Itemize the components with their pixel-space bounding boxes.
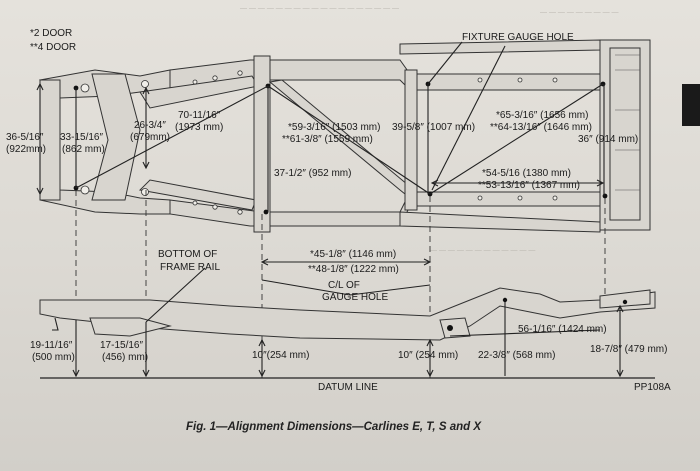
label-frame-rail: FRAME RAIL xyxy=(160,262,220,273)
side-dimension-lines xyxy=(72,267,624,378)
dim-59: *59-3/16″ (1503 mm) xyxy=(288,122,380,133)
dim-26-in: 26-3/4″ xyxy=(134,120,166,131)
dim-53: **53-13/16″ (1367 mm) xyxy=(478,180,580,191)
label-gauge-hole: GAUGE HOLE xyxy=(322,292,388,303)
dim-65: *65-3/16″ (1656 mm) xyxy=(496,110,588,121)
page-tab-mark xyxy=(682,84,700,126)
legend-four-door: **4 DOOR xyxy=(30,42,76,53)
dim-37: 37-1/2″ (952 mm) xyxy=(274,168,351,179)
dim-10b: 10″ (254 mm) xyxy=(398,350,458,361)
bleed-through-text: — — — — — — — — — — — — — — — — — — — — … xyxy=(240,5,619,254)
dim-17-in: 17-15/16″ xyxy=(100,340,143,351)
frame-top-view xyxy=(38,39,651,233)
dim-36-in: 36-5/16″ xyxy=(6,132,44,143)
dim-61: **61-3/8″ (1559 mm) xyxy=(282,134,373,145)
legend-two-door: *2 DOOR xyxy=(30,28,72,39)
dim-33-in: 33-15/16″ xyxy=(60,132,103,143)
dim-56: 56-1/16″ (1424 mm) xyxy=(518,324,607,335)
svg-text:— — — — — — — — — — — —: — — — — — — — — — — — — xyxy=(430,247,535,254)
dim-19-in: 19-11/16″ xyxy=(30,340,73,351)
top-dimension-lines xyxy=(36,41,605,266)
dim-36-mm: (922mm) xyxy=(6,144,46,155)
label-cl-of: C/L OF xyxy=(328,280,360,291)
dim-39: 39-5/8″ (1007 mm) xyxy=(392,122,475,133)
dim-45: *45-1/8″ (1146 mm) xyxy=(310,249,396,260)
dim-64: **64-13/16″ (1646 mm) xyxy=(490,122,592,133)
diagram-text: *2 DOOR **4 DOOR FIXTURE GAUGE HOLE 36-5… xyxy=(6,28,671,433)
label-fixture-gauge-hole: FIXTURE GAUGE HOLE xyxy=(462,32,574,43)
dim-70-mm: (1973 mm) xyxy=(175,122,223,133)
dim-17-mm: (456) mm) xyxy=(102,352,148,363)
frame-side-view xyxy=(39,287,656,341)
dim-48: **48-1/8″ (1222 mm) xyxy=(308,264,399,275)
dim-33-mm: (862 mm) xyxy=(62,144,105,155)
dim-18: 18-7/8″ (479 mm) xyxy=(590,344,667,355)
dim-70-in: 70-11/16″ xyxy=(178,110,221,121)
dim-10a: 10″(254 mm) xyxy=(252,350,309,361)
dim-54: *54-5/16 (1380 mm) xyxy=(482,168,571,179)
figure-caption: Fig. 1—Alignment Dimensions—Carlines E, … xyxy=(186,421,482,433)
dim-22: 22-3/8″ (568 mm) xyxy=(478,350,555,361)
dim-19-mm: (500 mm) xyxy=(32,352,75,363)
label-bottom-of: BOTTOM OF xyxy=(158,249,217,260)
dim-36b: 36″ (914 mm) xyxy=(578,134,638,145)
svg-text:— — — — — — — — —: — — — — — — — — — xyxy=(540,9,619,16)
dim-26-mm: (679mm) xyxy=(130,132,170,143)
svg-text:— — — — — — — — — — — — — — —: — — — — — — — — — — — — — — — — — — xyxy=(240,5,399,12)
label-ref-code: PP108A xyxy=(634,382,671,393)
label-datum-line: DATUM LINE xyxy=(318,382,378,393)
